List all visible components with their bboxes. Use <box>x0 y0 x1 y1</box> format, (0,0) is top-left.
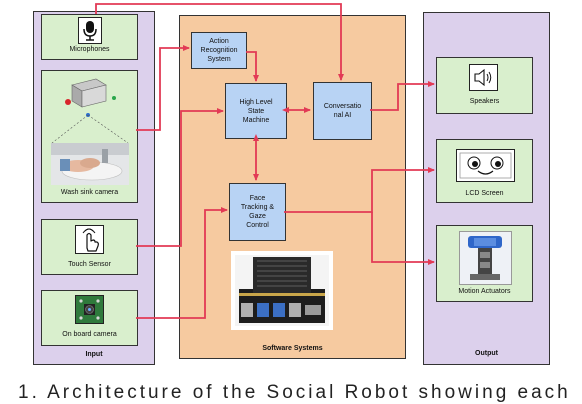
action-recognition-box: Action Recognition System <box>191 32 247 69</box>
microphones-box: Microphones <box>41 14 138 60</box>
figure-caption: 1. Architecture of the Social Robot show… <box>18 382 571 403</box>
speaker-icon <box>469 64 498 91</box>
wash-sink-camera-label: Wash sink camera <box>60 189 119 196</box>
face-tracking-box: Face Tracking & Gaze Control <box>229 183 286 241</box>
touch-sensor-box: Touch Sensor <box>41 219 138 275</box>
input-panel-label: Input <box>85 351 103 358</box>
lcd-screen-label: LCD Screen <box>465 190 504 197</box>
microphone-icon <box>78 17 102 44</box>
face-tracking-line: Control <box>246 222 269 229</box>
lcd-screen-box: LCD Screen <box>436 139 533 203</box>
action-recognition-line: Action <box>209 38 229 45</box>
state-machine-line: High Level <box>239 98 273 106</box>
conversational-ai-line: nal AI <box>333 112 352 119</box>
speakers-label: Speakers <box>469 98 500 105</box>
motion-actuators-box: Motion Actuators <box>436 225 533 302</box>
face-tracking-line: Face <box>249 195 266 202</box>
motion-actuator-image <box>459 231 512 285</box>
jetson-board-image <box>231 251 333 330</box>
conversational-ai-line: Conversatio <box>323 103 362 110</box>
motion-actuators-label: Motion Actuators <box>458 288 511 295</box>
camera-module-image <box>75 295 104 324</box>
state-machine-line: State <box>247 107 265 115</box>
conversational-ai-box: Conversatio nal AI <box>313 82 372 140</box>
speakers-box: Speakers <box>436 57 533 114</box>
touch-sensor-label: Touch Sensor <box>68 261 111 268</box>
state-machine-box: High Level State Machine <box>225 83 287 139</box>
wash-sink-camera-image <box>51 78 129 185</box>
output-panel-label: Output <box>475 350 498 357</box>
microphones-label: Microphones <box>69 46 110 53</box>
state-machine-line: Machine <box>242 116 270 124</box>
onboard-camera-box: On board camera <box>41 290 138 346</box>
touch-hand-icon <box>75 225 104 254</box>
lcd-face-icon <box>456 149 515 182</box>
action-recognition-line: Recognition <box>200 47 238 54</box>
face-tracking-line: Tracking & <box>240 204 275 211</box>
onboard-camera-label: On board camera <box>62 331 117 338</box>
wash-sink-camera-box: Wash sink camera <box>41 70 138 203</box>
face-tracking-line: Gaze <box>249 213 266 220</box>
software-panel-label: Software Systems <box>262 345 323 352</box>
action-recognition-line: System <box>207 56 231 63</box>
